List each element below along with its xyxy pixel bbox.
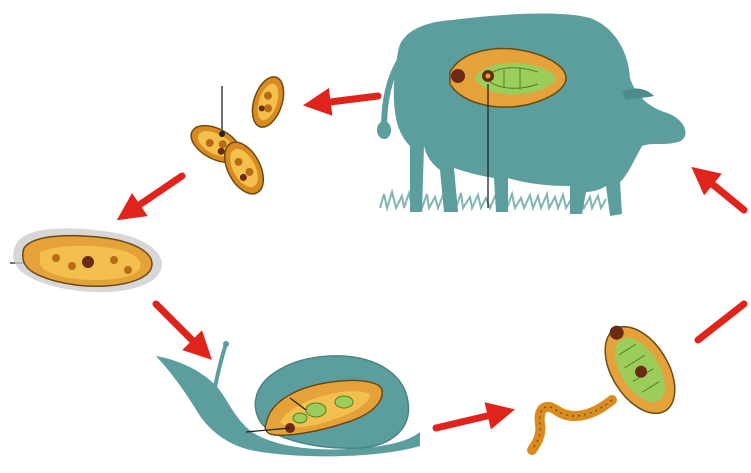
- cow-host-icon: [377, 14, 686, 216]
- arrow-snail-to-cercaria: [436, 412, 504, 428]
- arrow-miracidium-to-snail: [156, 304, 204, 352]
- arrow-eggs-to-miracidium: [126, 176, 182, 214]
- miracidium-icon: [10, 228, 162, 292]
- cow-silhouette: [394, 14, 686, 216]
- cercaria-icon: [532, 312, 689, 450]
- snail-icon: [156, 341, 420, 456]
- eggs-icon: [185, 73, 289, 200]
- arrow-cercaria-to-cow-lower: [698, 304, 744, 340]
- arrow-cercaria-to-cow-upper: [700, 174, 744, 210]
- arrow-cow-to-eggs: [314, 96, 378, 104]
